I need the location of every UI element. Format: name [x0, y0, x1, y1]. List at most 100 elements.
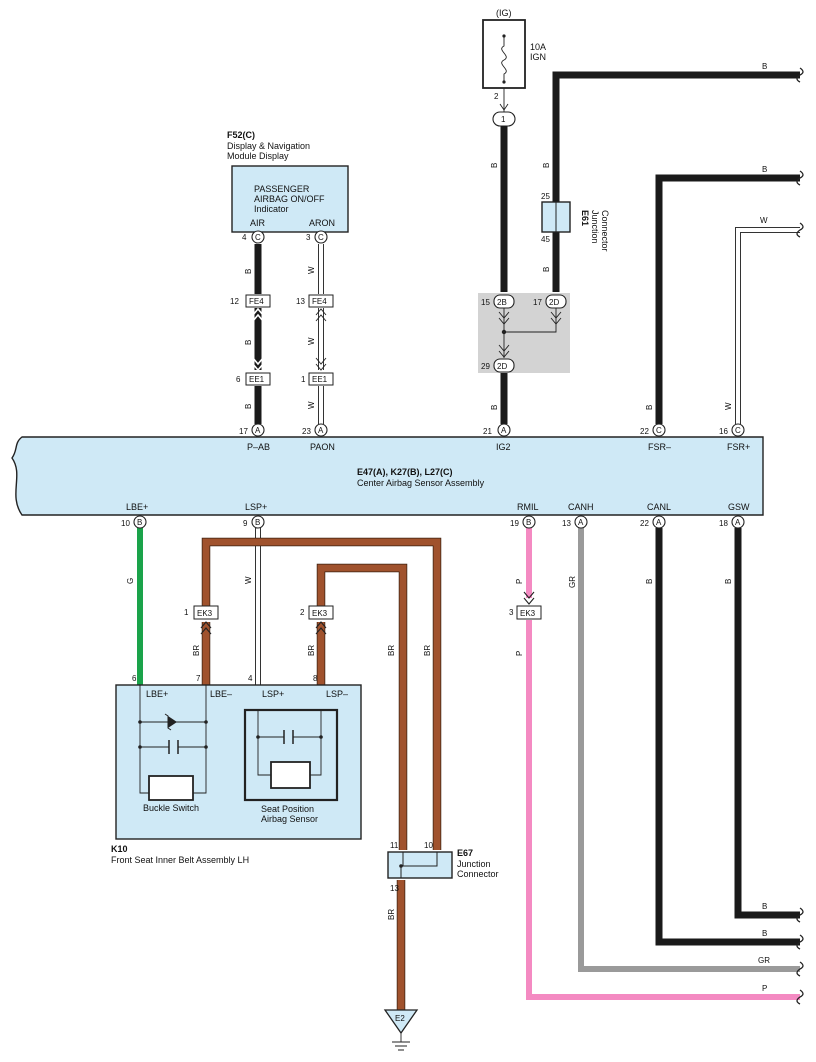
- ek3-right: [308, 605, 334, 620]
- pin-num: 21: [483, 427, 492, 436]
- indicator-line1: PASSENGER: [254, 184, 310, 194]
- wire-color-br: BR: [307, 645, 316, 656]
- pin-conn: A: [255, 426, 261, 435]
- vertical-wire-labels: B B B B B W B W B W B W G W BR BR BR BR …: [126, 163, 733, 920]
- wire-break-marks: [796, 67, 804, 1005]
- fe4-right-label: FE4: [312, 297, 327, 306]
- ek3-pink: [516, 605, 542, 620]
- pin-canh: [574, 515, 588, 529]
- ek3-left: [193, 605, 219, 620]
- sensor-code: E47(A), K27(B), L27(C): [357, 467, 453, 477]
- pin-canl: [652, 515, 666, 529]
- wire-color-w: W: [307, 337, 316, 345]
- pin-num: 17: [239, 427, 248, 436]
- ek3-pin-3: 3: [509, 608, 514, 617]
- seat-sensor-label-1: Seat Position: [261, 804, 314, 814]
- pin-label: IG2: [496, 442, 511, 452]
- e67-pin-11: 11: [390, 841, 399, 850]
- buckle-switch-element: [148, 775, 194, 801]
- wire-color-b: B: [244, 340, 253, 345]
- pin-conn: A: [578, 518, 584, 527]
- ek3-pink-label: EK3: [520, 609, 536, 618]
- fuse-icon: [501, 36, 507, 82]
- pin-label: CANL: [647, 502, 671, 512]
- seat-sensor-element: [270, 761, 311, 789]
- wire-canh: [578, 528, 800, 972]
- e67-box: [387, 851, 453, 879]
- pin-num: 10: [121, 519, 130, 528]
- belt-pin-4: 4: [248, 674, 253, 683]
- pin-17: 17: [533, 298, 542, 307]
- connector-2d-bottom-label: 2D: [497, 362, 507, 371]
- connector-2d-top-label: 2D: [549, 298, 559, 307]
- pin-fsr-plus: [731, 423, 745, 437]
- black-wires: [254, 71, 800, 946]
- pin-conn: C: [735, 426, 741, 435]
- wire-fsr-plus: [735, 227, 800, 424]
- pin-num: 18: [719, 519, 728, 528]
- wire-color-b: B: [762, 929, 767, 938]
- seat-sensor-label-2: Airbag Sensor: [261, 814, 318, 824]
- pin-num: 13: [562, 519, 571, 528]
- indicator-line2: AIRBAG ON/OFF: [254, 194, 325, 204]
- belt-assembly: 6 7 4 8 LBE+ LBE– LSP+ LSP– Buckle Switc…: [111, 674, 362, 865]
- pin-label: CANH: [568, 502, 594, 512]
- ee1-left: [245, 372, 271, 386]
- e61-pin-25: 25: [541, 192, 550, 201]
- wire-color-gr: GR: [758, 956, 770, 965]
- wire-color-b: B: [244, 269, 253, 274]
- fe4-pin-12: 12: [230, 297, 239, 306]
- wire-color-b: B: [724, 579, 733, 584]
- zener-diode-icon: [168, 716, 177, 728]
- e67-pin-10: 10: [424, 841, 433, 850]
- pin-num: 22: [640, 519, 649, 528]
- center-airbag-sensor: E47(A), K27(B), L27(C) Center Airbag Sen…: [11, 423, 764, 529]
- pin-label: PAON: [310, 442, 335, 452]
- display-module-code: F52(C): [227, 130, 255, 140]
- connector-2d-bottom: [493, 358, 515, 373]
- seat-position-sensor: Seat Position Airbag Sensor: [243, 708, 339, 824]
- air-pin-num: 4: [242, 233, 247, 242]
- wire-color-b: B: [645, 405, 654, 410]
- wire-color-p: P: [515, 651, 524, 656]
- ee1-right: [308, 372, 334, 386]
- pin-label: P–AB: [247, 442, 270, 452]
- wire-color-br: BR: [387, 645, 396, 656]
- fe4-left-label: FE4: [249, 297, 264, 306]
- pin-paon: [314, 423, 328, 437]
- wire-canl: [655, 528, 800, 946]
- pin-label: RMIL: [517, 502, 539, 512]
- e61-line1: Junction: [590, 210, 600, 244]
- fuse-amp: 10A: [530, 42, 546, 52]
- air-label: AIR: [250, 218, 266, 228]
- wire-fsr-minus: [655, 174, 800, 424]
- sensor-box: [11, 436, 764, 516]
- e61-pin-45: 45: [541, 235, 550, 244]
- pin-gsw: [731, 515, 745, 529]
- brown-wires: [201, 537, 442, 1010]
- connector-2b-label: 2B: [497, 298, 507, 307]
- pin-ig2: [497, 423, 511, 437]
- inline-connectors-ek3: 1 EK3 2 EK3 3 EK3: [184, 591, 542, 635]
- ground-label: E2: [395, 1014, 405, 1023]
- pin-15: 15: [481, 298, 490, 307]
- junction-block: 2B 15 2D 17 2D 29: [478, 293, 570, 373]
- wire-color-b: B: [645, 579, 654, 584]
- e61-line2: Connector: [600, 210, 610, 252]
- display-module: F52(C) Display & Navigation Module Displ…: [227, 130, 349, 244]
- ground-e2: E2: [383, 1009, 419, 1051]
- pin-p-ab: [251, 423, 265, 437]
- belt-pin-8: 8: [313, 674, 318, 683]
- fe4-left: [245, 294, 271, 308]
- fuse-pin-2: 2: [494, 92, 499, 101]
- pin-num: 22: [640, 427, 649, 436]
- ek3-pin-1: 1: [184, 608, 189, 617]
- pin-fsr-minus: [652, 423, 666, 437]
- ee1-right-label: EE1: [312, 375, 328, 384]
- wire-color-w: W: [724, 402, 733, 410]
- belt-assembly-box: [115, 684, 362, 840]
- ground-icon: [392, 1041, 410, 1051]
- wire-br-lsp-minus: [317, 564, 407, 850]
- aron-pin-conn: C: [318, 233, 324, 242]
- wire-color-br: BR: [192, 645, 201, 656]
